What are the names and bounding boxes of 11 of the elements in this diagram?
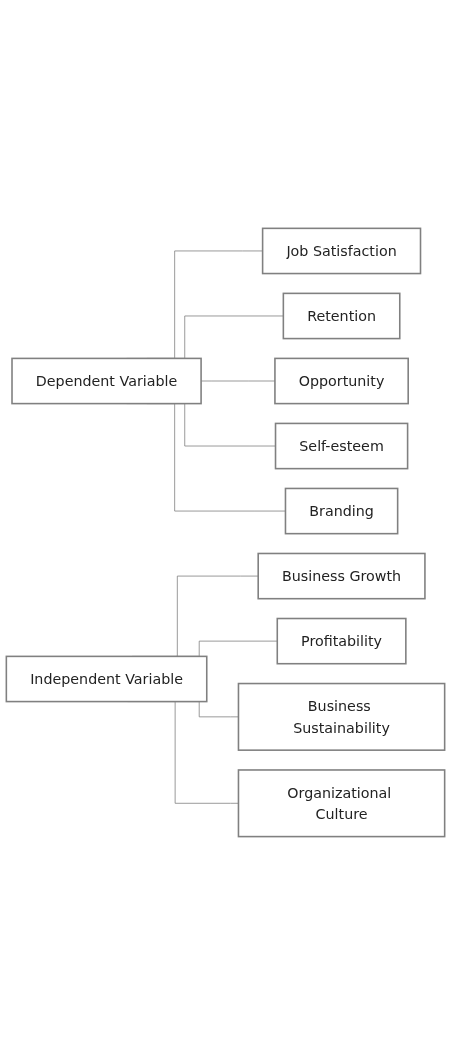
node-box: Business Growth	[257, 552, 426, 599]
node-box: Profitability	[276, 617, 407, 665]
node-box: Job Satisfaction	[261, 227, 422, 274]
node-box: Independent Variable	[5, 655, 208, 702]
node-box: Organizational Culture	[237, 768, 446, 837]
node-box: Self-esteem	[274, 422, 409, 469]
node-box: Opportunity	[274, 357, 409, 404]
node-box: Dependent Variable	[11, 357, 202, 404]
node-box: Branding	[284, 487, 399, 534]
node-box: Business Sustainability	[237, 682, 446, 751]
node-box: Retention	[282, 292, 401, 339]
